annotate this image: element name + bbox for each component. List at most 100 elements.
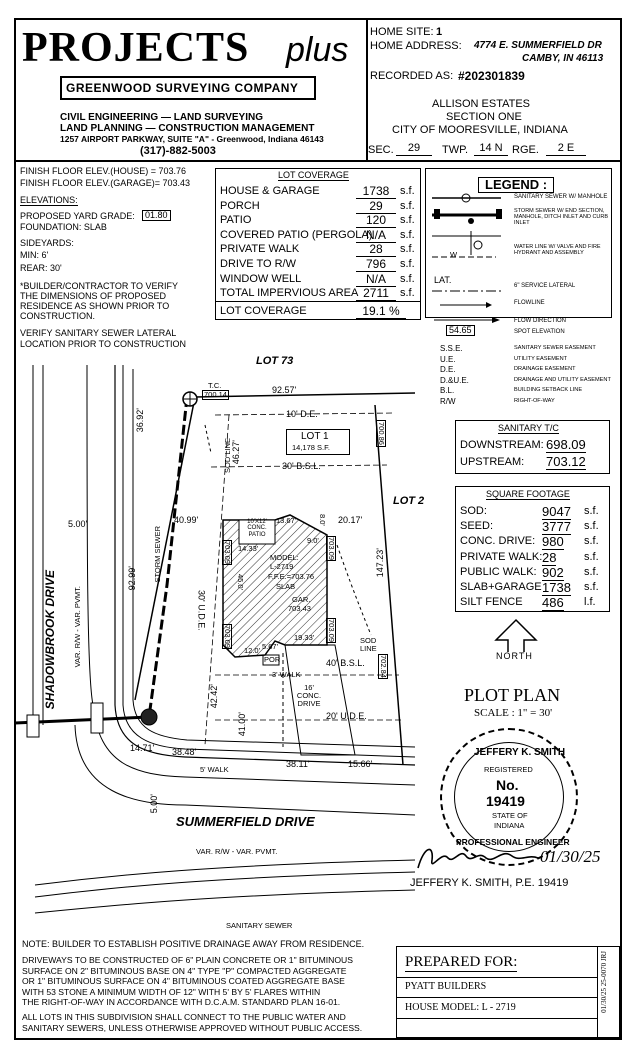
connection-note-line: SANITARY SEWERS, UNLESS OTHERWISE APPROV…	[22, 1022, 363, 1033]
coverage-row-label: WINDOW WELL	[220, 272, 302, 285]
dim-14-33: 14.33'	[238, 544, 259, 553]
dim-147: 147.23'	[375, 548, 385, 578]
coverage-row-unit: s.f.	[400, 258, 415, 270]
coverage-row-value: 120	[356, 213, 396, 229]
tc-label: T.C.	[208, 381, 222, 390]
driveway-note-line: THE RIGHT-OF-WAY IN ACCORDANCE WITH D.C.…	[22, 997, 341, 1008]
legend-item-5: FLOW DIRECTION	[514, 318, 566, 324]
legend-flow-arrow	[434, 317, 500, 323]
dim-45: 45.0'	[235, 574, 245, 591]
sqft-row-unit: s.f.	[584, 505, 599, 517]
abbr-code: D.E.	[440, 365, 456, 375]
sideyards-heading: SIDEYARDS:	[20, 238, 74, 248]
signature-date: 01/30/25	[540, 847, 601, 866]
elev-se: 703.09	[326, 618, 336, 643]
coverage-row-value: 28	[356, 242, 396, 258]
coverage-row-label: HOUSE & GARAGE	[220, 185, 320, 197]
abbr-desc: DRAINAGE AND UTILITY EASEMENT	[514, 376, 611, 383]
abbr-desc: DRAINAGE EASEMENT	[514, 366, 576, 373]
services-line2: LAND PLANNING — CONSTRUCTION MANAGEMENT	[60, 123, 315, 134]
sqft-row-value: 486	[542, 595, 564, 612]
abbr-desc: BUILDING SETBACK LINE	[514, 387, 583, 394]
coverage-row-label: PORCH	[220, 199, 260, 212]
elev-nw: 703.09	[222, 540, 232, 565]
logo-wordmark: PROJECTS	[22, 25, 250, 71]
ude30-label: 30' U.D.E.	[196, 590, 207, 631]
lot1-area: 14,178 S.F.	[292, 443, 330, 452]
dim-15-66: 15.66'	[348, 759, 373, 769]
coverage-row-value: 29	[356, 199, 396, 214]
address-line2: CAMBY, IN 46113	[522, 53, 604, 64]
company-name: GREENWOOD SURVEYING COMPANY	[66, 81, 299, 95]
abbr-desc: RIGHT-OF-WAY	[514, 398, 555, 404]
home-address-label: HOME ADDRESS:	[370, 40, 462, 52]
abbr-code: U.E.	[440, 354, 456, 364]
dim-9: 9.0'	[307, 536, 319, 545]
twp-label: TWP.	[442, 144, 469, 156]
legend-item-4: FLOWLINE	[514, 300, 545, 306]
dim-20-17: 20.17'	[338, 515, 363, 525]
drive-label: 16' CONC. DRIVE	[296, 683, 322, 708]
dim-5-00b: 5.00'	[149, 794, 159, 814]
abbr-code: S.S.E.	[440, 344, 463, 353]
yard-grade-value: 01.80	[142, 210, 171, 222]
sqft-row-value: 3777	[542, 519, 571, 536]
sqft-row-label: SILT FENCE	[460, 596, 523, 609]
coverage-row-value: N/A	[356, 228, 396, 243]
storm-sewer-label: STORM SEWER	[153, 526, 162, 583]
sideyard-rear: REAR: 30'	[20, 263, 62, 273]
client-name: PYATT BUILDERS	[405, 981, 487, 992]
shadowbrook-drive-label: SHADOWBROOK DRIVE	[43, 570, 57, 710]
abbr-desc: SANITARY SEWER EASEMENT	[514, 345, 596, 351]
sideyard-min: MIN: 6'	[20, 250, 49, 260]
sqft-row-label: SLAB+GARAGE	[460, 581, 542, 593]
recorded-value: #202301839	[458, 69, 525, 83]
site-drawing	[15, 364, 416, 914]
sqft-row-value: 9047	[542, 504, 571, 520]
downstream-value: 698.09	[546, 437, 586, 453]
walk3-label: 3' WALK	[272, 670, 301, 679]
driveway-note-line: OR 1" BITUMINOUS SURFACE ON 4" BITUMINOU…	[22, 976, 345, 987]
dim-14-71: 14.71'	[130, 743, 155, 753]
coverage-row-unit: s.f.	[400, 185, 415, 197]
company-address: 1257 AIRPORT PARKWAY, SUITE "A" - Greenw…	[60, 134, 324, 144]
de10-label: 10' D.E.	[286, 409, 318, 419]
lot1-label-box: LOT 1 14,178 S.F.	[286, 429, 350, 455]
job-side-text: 01/30/25 25-0070 JRJ	[600, 951, 608, 1013]
shadowbrook-rw: VAR. R/W - VAR. PVMT.	[73, 586, 82, 668]
spot-elevation-sample: 54.65	[446, 325, 475, 337]
builder-note-2: THE DIMENSIONS OF PROPOSED	[20, 291, 167, 301]
recorded-label: RECORDED AS:	[370, 70, 454, 82]
coverage-row-value: 2711	[356, 286, 396, 302]
prepared-side-rule	[597, 947, 598, 1037]
sqft-row-unit: s.f.	[584, 520, 599, 533]
header-bottom-rule	[15, 160, 621, 162]
prepared-rule-3	[397, 1018, 597, 1019]
company-banner: GREENWOOD SURVEYING COMPANY	[60, 76, 316, 100]
coverage-row-unit: s.f.	[400, 243, 415, 256]
ff-house: FINISH FLOOR ELEV.(HOUSE) = 703.76	[20, 166, 186, 176]
coverage-row-unit: s.f.	[400, 214, 415, 227]
sqft-row-value: 28	[542, 549, 557, 566]
dim-left: 46.27'	[231, 440, 241, 465]
summerfield-rw: VAR. R/W - VAR. PVMT.	[196, 847, 278, 856]
sqft-row-label: SOD:	[460, 505, 487, 517]
dim-8: 8.0'	[317, 514, 327, 526]
water-line-label: W	[450, 250, 458, 259]
gar-label: GAR.	[292, 595, 311, 604]
plot-plan-scale: SCALE : 1" = 30'	[474, 707, 553, 719]
connection-note-line: ALL LOTS IN THIS SUBDIVISION SHALL CONNE…	[22, 1012, 346, 1022]
house-model: HOUSE MODEL: L - 2719	[405, 1002, 516, 1013]
coverage-row-label: PRIVATE WALK	[220, 243, 300, 256]
ffe-label: F.F.E.=703.76	[268, 572, 315, 581]
sod-line-label-2: SOD LINE	[360, 636, 377, 653]
lot-coverage-divider	[216, 301, 420, 302]
dim-12: 12.0'	[244, 646, 261, 655]
sqft-row-label: PRIVATE WALK:	[460, 550, 543, 563]
model-label: MODEL:	[270, 553, 299, 562]
prepared-for-title: PREPARED FOR:	[405, 954, 518, 972]
yard-grade-label: PROPOSED YARD GRADE:	[20, 211, 135, 221]
dim-92-99: 92.99'	[127, 566, 137, 591]
address-line1: 4774 E. SUMMERFIELD DR	[474, 40, 602, 51]
